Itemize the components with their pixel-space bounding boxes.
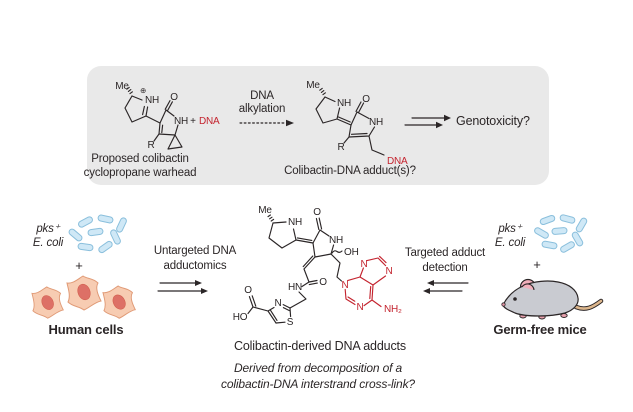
atom-me: Me [306,80,320,91]
left-plus-sign: + [75,258,83,273]
targeted-method-label: Targeted adduct detection [404,247,486,274]
top-summary-panel [87,66,549,185]
atom-nh-ring: NH [145,95,159,106]
dna-label: DNA [387,156,408,167]
left-bacteria-cluster [68,214,127,254]
atom-n3-adenine: N [341,280,348,291]
multistep-arrows [404,114,451,129]
human-cells-label: Human cells [48,322,124,337]
right-plus-sign: + [533,257,541,272]
atom-r: R [337,142,344,153]
atom-o: O [362,94,370,105]
left-organism-label: pks⁺ E. coli [32,223,64,249]
atom-me: Me [115,81,129,92]
germ-free-mice-label: Germ-free mice [493,322,587,337]
atom-n7-adenine: N [385,266,392,277]
atom-ho-acid: HO [233,312,248,323]
atom-o: O [170,92,178,103]
alkylation-arrow [239,119,294,127]
atom-r: R [147,140,154,151]
atom-oh: OH [344,247,359,258]
atom-me: Me [258,205,272,216]
atom-nh-lactam: NH [329,235,343,246]
atom-n9-adenine: N [360,259,367,270]
atom-n-thiazole: N [274,298,281,309]
right-organism-label: pks⁺ E. coli [494,223,526,249]
warhead-caption: Proposed colibactin cyclopropane warhead [83,153,197,179]
atom-o-lactam: O [313,207,321,218]
warhead-structure: Me ⊕ NH O R NH + DNA [115,81,220,151]
plus-sign: + [190,116,196,127]
mouse-graphic [501,278,604,320]
atom-nh2-adenine: NH₂ [384,304,402,315]
atom-hn-amide: HN [288,282,302,293]
atom-nh-lactam: NH [369,117,383,128]
untargeted-method-label: Untargeted DNA adductomics [153,245,237,272]
colibactin-adduct-structure: Me NH O NH OH O HN N S [233,205,403,328]
center-molecule-caption: Colibactin-derived DNA adducts [234,339,406,353]
targeted-arrows [423,280,469,294]
adduct-structure: Me NH O NH R DNA [306,80,408,167]
atom-o-amide: O [319,277,327,288]
atom-o-acid: O [244,285,252,296]
alkylation-label: DNA alkylation [238,90,286,115]
dna-label: DNA [199,116,220,127]
footnote: Derived from decomposition of a colibact… [221,361,415,391]
atom-nh-lactam: NH [174,116,188,127]
atom-n1-adenine: N [356,302,363,313]
plus-charge: ⊕ [140,86,146,95]
genotoxicity-label: Genotoxicity? [456,114,530,128]
atom-s-thiazole: S [287,317,294,328]
atom-nh-pyrrolidine: NH [288,217,302,228]
human-cells-graphic [31,275,137,319]
adduct-caption: Colibactin-DNA adduct(s)? [284,165,416,177]
untargeted-arrows [157,280,208,294]
right-bacteria-cluster [534,214,588,253]
atom-nh-ring: NH [337,98,351,109]
